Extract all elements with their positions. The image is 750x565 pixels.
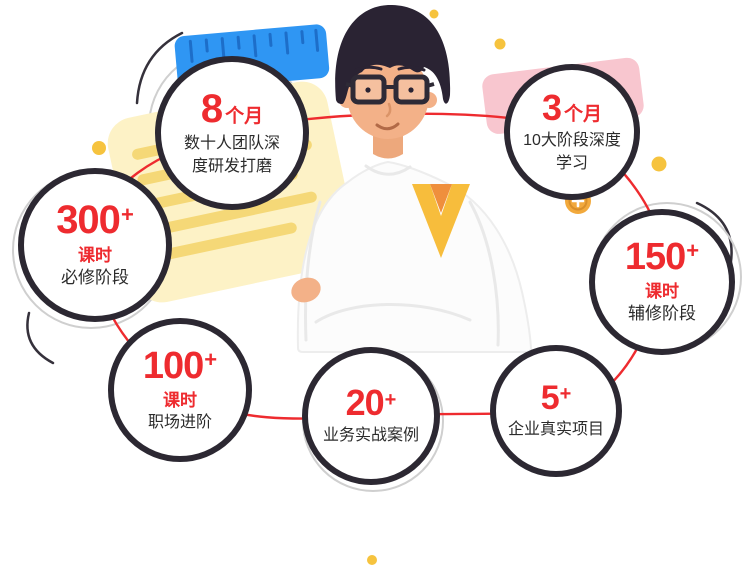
badge-number: 300	[56, 198, 121, 243]
badge-value: 5 +	[541, 381, 572, 415]
badge-value: 3 个月	[542, 90, 602, 126]
badge-5-projects: 5 + 企业真实项目	[490, 345, 622, 477]
character-illustration	[291, 4, 533, 353]
plus-sign: +	[686, 238, 700, 264]
badge-300-hours: 300 + 课时 必修阶段	[18, 168, 172, 322]
badge-number: 3	[541, 87, 562, 129]
swoosh-line	[135, 31, 184, 105]
badge-label: 辅修阶段	[628, 304, 696, 324]
badge-sub: 课时	[78, 246, 112, 266]
decor-dot	[651, 156, 667, 172]
badge-label: 业务实战案例	[322, 427, 419, 445]
badge-value: 300 +	[56, 200, 134, 240]
swoosh-line	[26, 311, 55, 365]
badge-line: 数十人团队深	[183, 135, 280, 153]
badge-sub: 课时	[163, 390, 197, 410]
badge-value: 150 +	[625, 238, 699, 276]
badge-sub: 课时	[645, 282, 679, 302]
decor-dot	[92, 141, 106, 155]
badge-number: 100	[142, 344, 204, 387]
badge-20-cases: 20 + 业务实战案例	[302, 347, 440, 485]
badge-value: 20 +	[346, 385, 397, 421]
decor-dot	[367, 555, 377, 565]
badge-number: 150	[624, 236, 686, 279]
badge-line: 10大阶段深度	[523, 132, 621, 150]
badge-unit: 个月	[564, 104, 603, 126]
plus-sign: +	[384, 389, 397, 412]
badge-150-hours: 150 + 课时 辅修阶段	[589, 209, 735, 355]
plus-sign: +	[204, 346, 218, 372]
badge-number: 8	[200, 87, 223, 132]
badge-line: 度研发打磨	[191, 157, 272, 175]
badge-3-months: 3 个月 10大阶段深度 学习	[504, 64, 640, 200]
badge-label: 必修阶段	[61, 268, 129, 288]
badge-line: 学习	[555, 154, 588, 172]
badge-100-hours: 100 + 课时 职场进阶	[108, 318, 252, 462]
plus-sign: +	[559, 383, 572, 406]
badge-number: 5	[540, 379, 560, 418]
badge-value: 8 个月	[201, 89, 263, 129]
plus-sign: +	[120, 202, 134, 228]
badge-label: 职场进阶	[147, 413, 212, 431]
v-logo	[412, 184, 470, 258]
decor-dot	[429, 9, 439, 19]
badge-8-months: 8 个月 数十人团队深 度研发打磨	[155, 56, 309, 210]
badge-number: 20	[345, 382, 385, 424]
badge-unit: 个月	[225, 106, 264, 128]
badge-label: 企业真实项目	[507, 421, 604, 439]
decor-dot	[494, 38, 506, 50]
badge-value: 100 +	[143, 347, 217, 385]
